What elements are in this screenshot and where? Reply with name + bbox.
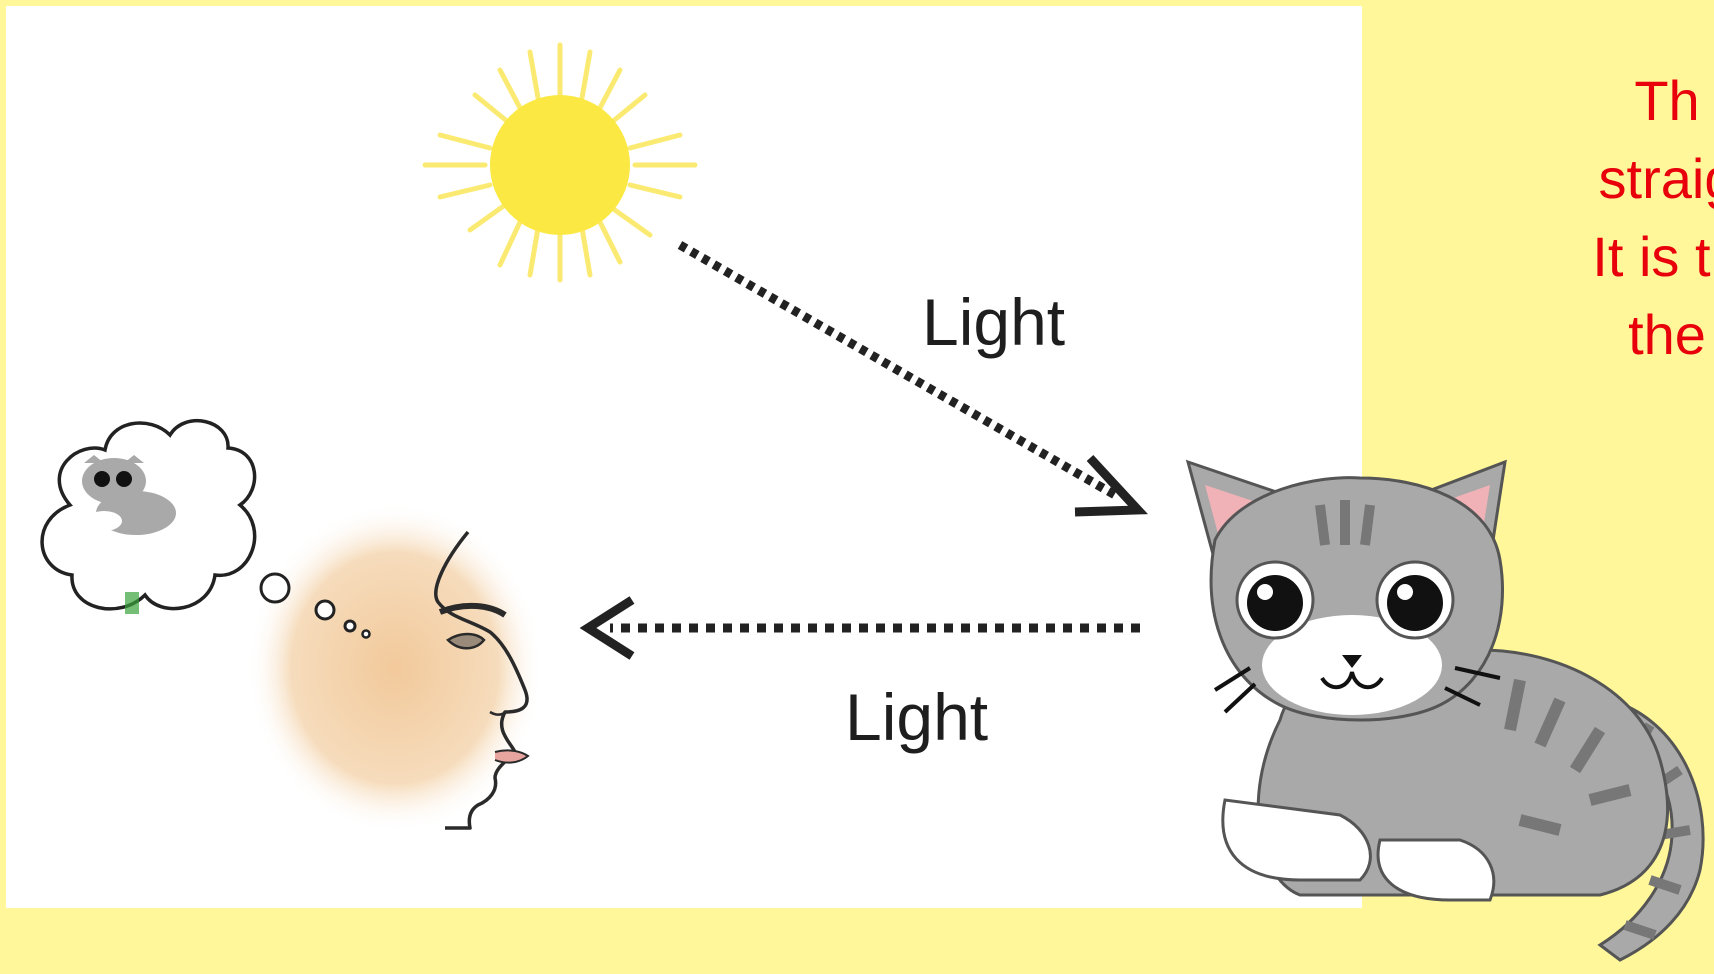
caption-text: Th straig It is th the — [1362, 62, 1714, 374]
cat-icon — [1185, 459, 1705, 962]
light-label-top: Light — [922, 285, 1065, 359]
caption-line-4: the — [1628, 303, 1706, 366]
light-label-bottom: Light — [845, 680, 988, 754]
arrow-sun-to-cat — [677, 241, 1148, 517]
thought-cat-icon — [82, 455, 176, 535]
caption-line-2: straig — [1598, 147, 1714, 210]
thought-cat-backdrop — [125, 592, 139, 614]
sun-icon — [422, 42, 698, 283]
caption-line-3: It is th — [1592, 225, 1714, 288]
face-icon — [247, 503, 543, 833]
arrow-cat-to-eye — [579, 596, 1140, 660]
caption-box: Th straig It is th the — [1362, 0, 1714, 426]
caption-line-1: Th — [1634, 69, 1700, 132]
